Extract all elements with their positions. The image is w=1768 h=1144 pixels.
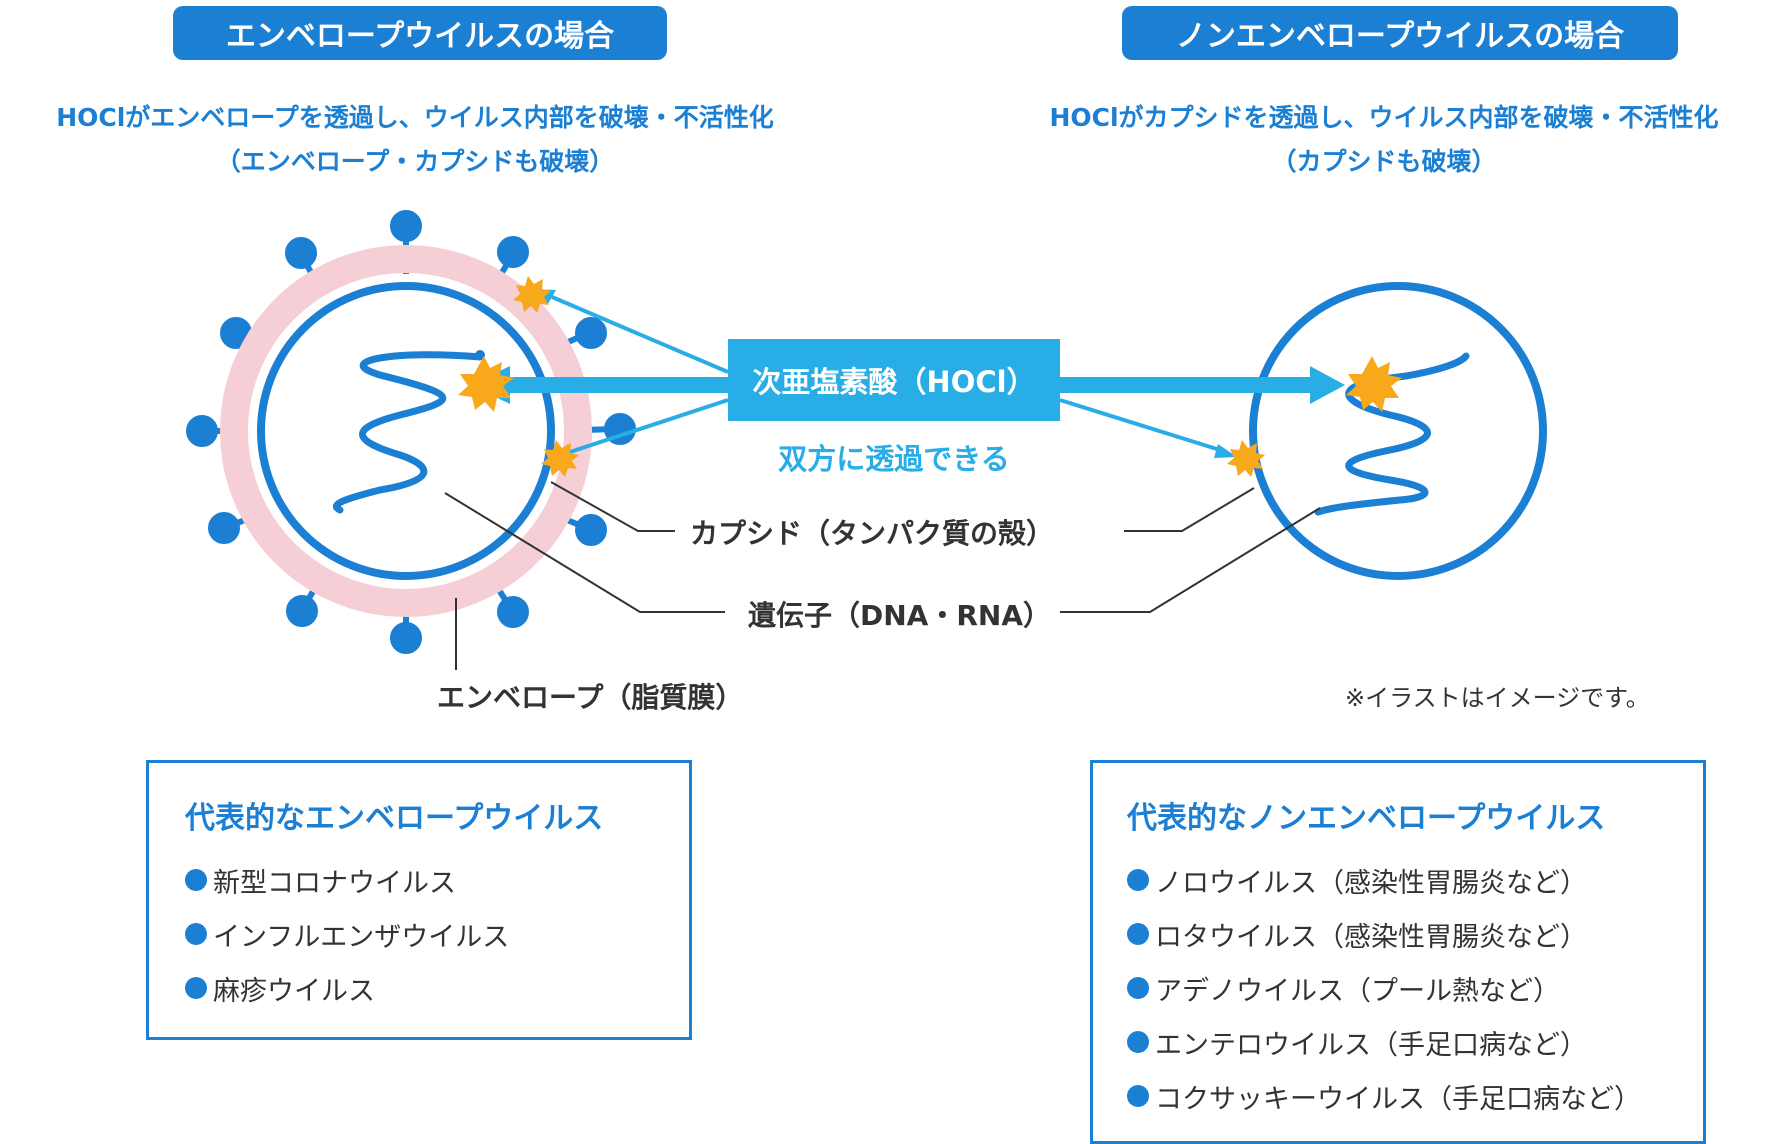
burst-icon	[541, 440, 579, 477]
envelope-description: HOClがエンベロープを透過し、ウイルス内部を破壊・不活性化 （エンベロープ・カ…	[0, 96, 830, 184]
bullet-icon	[1127, 977, 1149, 999]
envelope-examples-title: 代表的なエンベロープウイルス	[185, 801, 604, 836]
burst-icon	[513, 276, 551, 313]
bullet-icon	[1127, 1085, 1149, 1107]
envelope-description-line1: HOClがエンベロープを透過し、ウイルス内部を破壊・不活性化	[56, 103, 774, 132]
burst-icon	[1346, 356, 1402, 412]
capsid-label: カプシド（タンパク質の殻）	[690, 517, 1055, 550]
envelope-virus-capsid	[257, 282, 555, 580]
leader-lines	[444, 481, 1321, 670]
bullet-icon	[185, 869, 207, 891]
envelope-virus-gene	[332, 351, 484, 514]
list-item: 麻疹ウイルス	[185, 961, 655, 1015]
list-item: アデノウイルス（プール熱など）	[1127, 961, 1669, 1015]
non-envelope-description-line1: HOClがカプシドを透過し、ウイルス内部を破壊・不活性化	[1049, 103, 1719, 132]
hocl-label: 次亜塩素酸（HOCl）	[728, 339, 1060, 421]
non-envelope-description: HOClがカプシドを透過し、ウイルス内部を破壊・不活性化 （カプシドも破壊）	[1000, 96, 1768, 184]
list-item: ノロウイルス（感染性胃腸炎など）	[1127, 853, 1669, 907]
bullet-icon	[185, 977, 207, 999]
envelope-label: エンベロープ（脂質膜）	[437, 681, 744, 714]
list-item: コクサッキーウイルス（手足口病など）	[1127, 1069, 1669, 1123]
gene-label: 遺伝子（DNA・RNA）	[748, 599, 1052, 632]
envelope-description-line2: （エンベロープ・カプシドも破壊）	[215, 147, 615, 176]
envelope-virus-examples-box: 代表的なエンベロープウイルス 新型コロナウイルス インフルエンザウイルス 麻疹ウ…	[146, 760, 692, 1040]
illustration-note: ※イラストはイメージです。	[1345, 684, 1650, 712]
burst-icons	[458, 276, 1402, 477]
list-item: ロタウイルス（感染性胃腸炎など）	[1127, 907, 1669, 961]
envelope-examples-list: 新型コロナウイルス インフルエンザウイルス 麻疹ウイルス	[185, 853, 655, 1015]
bullet-icon	[1127, 1031, 1149, 1053]
envelope-membrane	[220, 245, 592, 617]
penetrate-both-label: 双方に透過できる	[778, 442, 1010, 476]
non-envelope-virus-capsid	[1249, 282, 1547, 580]
non-envelope-virus-examples-box: 代表的なノンエンベロープウイルス ノロウイルス（感染性胃腸炎など） ロタウイルス…	[1090, 760, 1706, 1144]
non-envelope-description-line2: （カプシドも破壊）	[1271, 147, 1497, 176]
burst-icon	[1227, 440, 1265, 477]
envelope-virus-header: エンベロープウイルスの場合	[173, 6, 667, 60]
non-envelope-examples-list: ノロウイルス（感染性胃腸炎など） ロタウイルス（感染性胃腸炎など） アデノウイル…	[1127, 853, 1669, 1123]
bullet-icon	[1127, 923, 1149, 945]
list-item: インフルエンザウイルス	[185, 907, 655, 961]
list-item: 新型コロナウイルス	[185, 853, 655, 907]
list-item: エンテロウイルス（手足口病など）	[1127, 1015, 1669, 1069]
bullet-icon	[1127, 869, 1149, 891]
burst-icon	[458, 356, 514, 412]
non-envelope-virus-header: ノンエンベロープウイルスの場合	[1122, 6, 1678, 60]
non-envelope-examples-title: 代表的なノンエンベロープウイルス	[1127, 801, 1606, 836]
bullet-icon	[185, 923, 207, 945]
